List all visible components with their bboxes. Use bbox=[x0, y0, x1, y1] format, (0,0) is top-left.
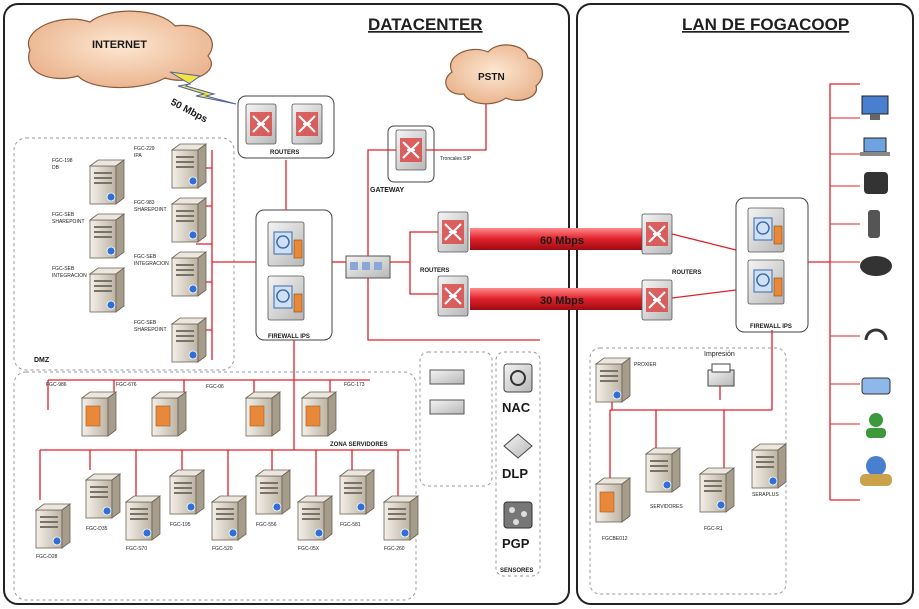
impresion-label: Impresión bbox=[704, 351, 735, 358]
zona-servidores-label: ZONA SERVIDORES bbox=[330, 442, 388, 448]
firewall-lan-2 bbox=[747, 259, 785, 305]
pstn-cloud: PSTN bbox=[445, 44, 544, 105]
core-switch-icon bbox=[345, 255, 391, 279]
router-center-2 bbox=[437, 275, 469, 317]
dmz-name-2: FGC-229 bbox=[134, 146, 155, 152]
lan-name-3: SERVIDORES bbox=[650, 504, 683, 510]
nac-label: NAC bbox=[502, 400, 531, 415]
firewall-dc-1 bbox=[267, 221, 305, 267]
zone1-name-3: FGC-06 bbox=[206, 384, 224, 390]
sensores-region bbox=[419, 351, 493, 487]
wan-secondary-label: 30 Mbps bbox=[540, 295, 584, 307]
trunk-label: Troncales SIP bbox=[440, 156, 472, 162]
lan-name-5: SERAPLUS bbox=[752, 492, 779, 498]
routers-top-label: ROUTERS bbox=[270, 150, 299, 156]
internet-label: INTERNET bbox=[92, 39, 147, 51]
router-lan-2 bbox=[641, 279, 673, 321]
dmz-role-3: SHAREPOINT bbox=[52, 219, 85, 225]
wan-link-30 bbox=[470, 288, 642, 310]
zone2-name-5: FGC-520 bbox=[212, 546, 233, 552]
lan-name-4: FGC-R1 bbox=[704, 526, 723, 532]
firewall-dc-2 bbox=[267, 275, 305, 321]
zone2-name-6: FGC-556 bbox=[256, 522, 277, 528]
desktop-icon bbox=[861, 95, 889, 120]
dmz-role-4: SHAREPOINT bbox=[134, 207, 167, 213]
lan-server-labels: PROXIER FGCBE012 SERVIDORES FGC-R1 SERAP… bbox=[602, 362, 779, 542]
conference-phone-icon bbox=[860, 256, 892, 276]
gateway-label: GATEWAY bbox=[370, 187, 405, 194]
wireless-phone-icon bbox=[868, 210, 880, 238]
dmz-role-1: DB bbox=[52, 165, 60, 171]
dmz-name-5: FGC-SEB bbox=[52, 266, 75, 272]
phone-icon bbox=[864, 172, 888, 194]
lightning-icon bbox=[169, 71, 237, 105]
zone2-name-7: FGC-05X bbox=[298, 546, 320, 552]
dmz-label: DMZ bbox=[34, 357, 50, 364]
zone-row2-labels: FGC-D28 FGC-D35 FGC-S70 FGC-195 FGC-520 … bbox=[36, 522, 405, 560]
routers-top-box bbox=[237, 95, 335, 159]
sensores-label: SENSORES bbox=[500, 568, 533, 574]
dmz-name-4: FGC-983 bbox=[134, 200, 155, 206]
laptop-icon bbox=[860, 137, 890, 156]
zone1-name-4: FGC-173 bbox=[344, 382, 365, 388]
lan-name-1: PROXIER bbox=[634, 362, 657, 368]
datacenter-title: DATACENTER bbox=[368, 15, 483, 34]
dmz-name-1: FGC-198 bbox=[52, 158, 73, 164]
printer-icon bbox=[707, 363, 735, 387]
zone1-name-2: FGC-676 bbox=[116, 382, 137, 388]
dmz-name-7: FGC-SEB bbox=[134, 320, 157, 326]
firewall-lan-label: FIREWALL IPS bbox=[750, 324, 792, 330]
dmz-role-5: INTEGRACION bbox=[52, 273, 87, 279]
internet-cloud: INTERNET bbox=[27, 10, 213, 89]
routers-lan-label: ROUTERS bbox=[672, 270, 701, 276]
dlp-label: DLP bbox=[502, 466, 528, 481]
users-icon bbox=[866, 413, 886, 438]
firewall-lan-1 bbox=[747, 207, 785, 253]
wan-primary-label: 60 Mbps bbox=[540, 235, 584, 247]
dmz-name-6: FGC-SEB bbox=[134, 254, 157, 260]
zone2-name-3: FGC-S70 bbox=[126, 546, 147, 552]
zone2-name-2: FGC-D35 bbox=[86, 526, 108, 532]
firewall-dc-label: FIREWALL IPS bbox=[268, 334, 310, 340]
sensor-devices bbox=[429, 369, 465, 415]
zone-row1-labels: FGC-986 FGC-676 FGC-06 FGC-173 bbox=[46, 382, 365, 390]
security-region bbox=[495, 351, 541, 577]
zona-servidores-region bbox=[13, 371, 417, 601]
dmz-role-6: INTEGRACION bbox=[134, 261, 169, 267]
endpoints bbox=[829, 84, 860, 500]
routers-center-label: ROUTERS bbox=[420, 268, 449, 274]
dmz-name-3: FGC-SEB bbox=[52, 212, 75, 218]
group-icon bbox=[860, 456, 892, 486]
pgp-icon bbox=[503, 501, 533, 529]
router-center-1 bbox=[437, 211, 469, 253]
gateway-box bbox=[387, 125, 435, 183]
fax-icon bbox=[861, 377, 891, 395]
zone2-name-8: FGC-581 bbox=[340, 522, 361, 528]
nac-icon bbox=[503, 363, 533, 393]
lan-name-2: FGCBE012 bbox=[602, 536, 628, 542]
router-top-2 bbox=[291, 103, 323, 145]
lan-title: LAN DE FOGACOOP bbox=[682, 15, 849, 34]
zone2-name-1: FGC-D28 bbox=[36, 554, 58, 560]
dmz-role-2: IPA bbox=[134, 153, 142, 159]
headset-icon bbox=[864, 328, 888, 341]
dmz-region bbox=[13, 137, 235, 371]
pgp-label: PGP bbox=[502, 536, 530, 551]
zone2-name-9: FGC-260 bbox=[384, 546, 405, 552]
wan-link-60 bbox=[470, 228, 642, 250]
zone1-name-1: FGC-986 bbox=[46, 382, 67, 388]
dmz-role-7: SHAREPOINT bbox=[134, 327, 167, 333]
router-top-1 bbox=[245, 103, 277, 145]
gateway-device bbox=[395, 129, 427, 171]
dlp-icon bbox=[503, 433, 533, 459]
zone2-name-4: FGC-195 bbox=[170, 522, 191, 528]
pstn-label: PSTN bbox=[478, 72, 505, 83]
dmz-server-labels: FGC-198 DB FGC-229 IPA FGC-SEB SHAREPOIN… bbox=[52, 146, 169, 333]
router-lan-1 bbox=[641, 213, 673, 255]
